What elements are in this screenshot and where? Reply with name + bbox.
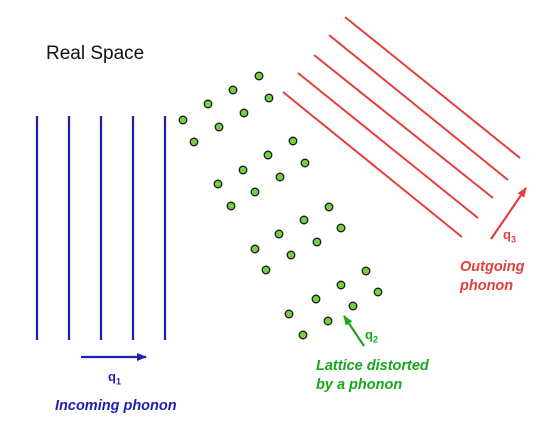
lattice-atom [312, 237, 322, 247]
lattice-atom [189, 137, 199, 147]
q3-subscript: 3 [510, 234, 516, 245]
incoming-wavefronts [35, 116, 167, 340]
q2-subscript: 2 [372, 334, 378, 345]
lattice-atom [275, 172, 285, 182]
lattice-atom [239, 108, 249, 118]
lattice-atom [274, 229, 284, 239]
lattice-atom [299, 215, 309, 225]
lattice-atom [288, 136, 298, 146]
lattice-atom [298, 330, 308, 340]
outgoing-phonon-label: Outgoing phonon [460, 258, 524, 296]
lattice-atom [254, 71, 264, 81]
lattice-atom [203, 99, 213, 109]
outgoing-wavefront [282, 91, 463, 238]
q1-symbol: q [108, 369, 116, 384]
lattice-atoms [178, 71, 383, 340]
lattice-atom [284, 309, 294, 319]
lattice-label: Lattice distorted by a phonon [316, 357, 429, 395]
lattice-atom [361, 266, 371, 276]
q2-label: q2 [365, 327, 378, 345]
lattice-atom [348, 301, 358, 311]
lattice-label-line2: by a phonon [316, 377, 403, 393]
lattice-atom [238, 165, 248, 175]
lattice-atom [311, 294, 321, 304]
diagram-title: Real Space [46, 43, 145, 64]
q1-subscript: 1 [115, 376, 121, 387]
lattice-atom [373, 287, 383, 297]
lattice-atom [264, 93, 274, 103]
lattice-atom [336, 280, 346, 290]
outgoing-wavefront [313, 54, 494, 199]
lattice-atom [286, 250, 296, 260]
lattice-wavevector-arrow [343, 315, 365, 347]
lattice-atom [300, 158, 310, 168]
lattice-atom [226, 201, 236, 211]
lattice-atom [263, 150, 273, 160]
outgoing-wavefront [328, 34, 509, 181]
outgoing-wavefront [297, 72, 479, 219]
incoming-phonon-label: Incoming phonon [55, 398, 177, 414]
lattice-atom [228, 85, 238, 95]
lattice-atom [213, 179, 223, 189]
lattice-atom [324, 202, 334, 212]
q1-label: q1 [108, 369, 121, 387]
q3-symbol: q [503, 227, 511, 242]
lattice-atom [261, 265, 271, 275]
lattice-label-line1: Lattice distorted [316, 358, 429, 374]
outgoing-wavevector-arrow [490, 187, 527, 240]
q3-label: q3 [503, 227, 516, 245]
q2-symbol: q [365, 327, 373, 342]
outgoing-label-line1: Outgoing [460, 259, 525, 275]
lattice-atom [214, 122, 224, 132]
outgoing-wavefront [344, 16, 521, 159]
lattice-atom [250, 244, 260, 254]
lattice-atom [336, 223, 346, 233]
outgoing-wavefronts [282, 16, 521, 238]
lattice-atom [323, 316, 333, 326]
lattice-atom [178, 115, 188, 125]
outgoing-label-line2: phonon [460, 278, 514, 294]
lattice-atom [250, 187, 260, 197]
